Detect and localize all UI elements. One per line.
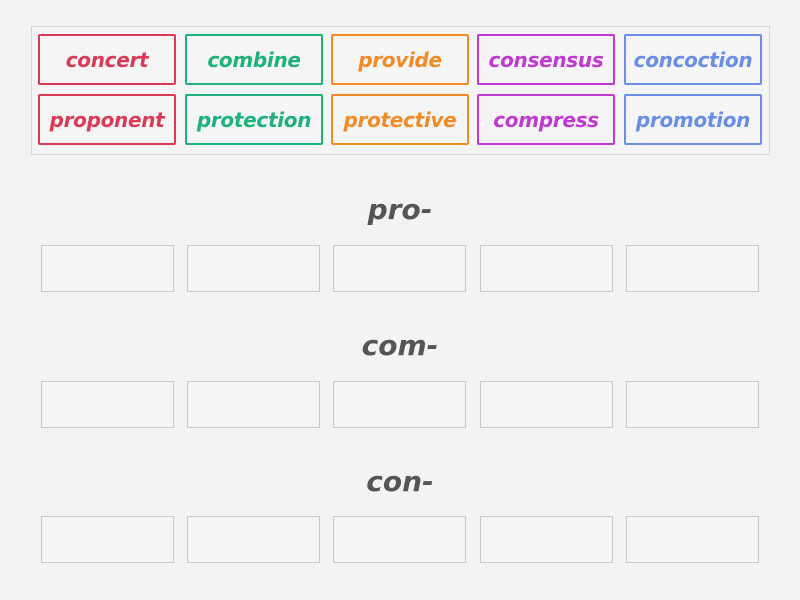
drop-slot[interactable] (480, 245, 613, 292)
drop-slot[interactable] (480, 381, 613, 428)
word-tile[interactable]: consensus (477, 34, 615, 85)
word-tile[interactable]: compress (477, 94, 615, 145)
drop-slot[interactable] (626, 245, 759, 292)
drop-slot[interactable] (333, 381, 466, 428)
drop-slot[interactable] (187, 516, 320, 563)
word-tile[interactable]: combine (185, 34, 323, 85)
drop-slot[interactable] (41, 381, 174, 428)
drop-slot[interactable] (333, 245, 466, 292)
word-tile[interactable]: provide (331, 34, 469, 85)
drop-slot[interactable] (626, 516, 759, 563)
word-tile[interactable]: concoction (624, 34, 762, 85)
drop-slot[interactable] (41, 516, 174, 563)
drop-slot[interactable] (187, 245, 320, 292)
drop-slot[interactable] (41, 245, 174, 292)
word-tile[interactable]: concert (38, 34, 176, 85)
word-tile[interactable]: protective (331, 94, 469, 145)
drop-slot[interactable] (187, 381, 320, 428)
word-bank: concert combine provide consensus concoc… (31, 26, 770, 155)
group-title-con: con- (366, 465, 434, 498)
group-title-com: com- (361, 329, 439, 362)
drop-slot[interactable] (480, 516, 613, 563)
drop-slot[interactable] (333, 516, 466, 563)
word-tile[interactable]: promotion (624, 94, 762, 145)
word-tile[interactable]: protection (185, 94, 323, 145)
group-title-pro: pro- (367, 193, 433, 226)
word-tile[interactable]: proponent (38, 94, 176, 145)
drop-slot[interactable] (626, 381, 759, 428)
